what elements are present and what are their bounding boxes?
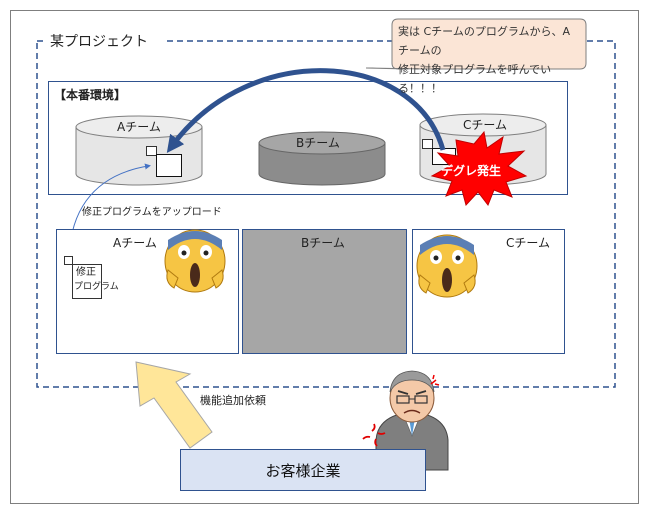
prod-team-c-label: Cチーム [463, 118, 508, 132]
production-label: 【本番環境】 [54, 88, 127, 102]
project-title: 某プロジェクト [50, 34, 148, 50]
upload-label: 修正プログラムをアップロード [82, 207, 222, 218]
fix-program-line-2: プログラム [74, 282, 119, 292]
team-c-label: Cチーム [506, 236, 551, 250]
team-a-label: Aチーム [113, 236, 157, 250]
call-dependency-arrow [166, 68, 446, 154]
outer-frame [10, 10, 639, 504]
client-label: お客様企業 [265, 461, 341, 480]
program-file-a [146, 146, 182, 177]
callout-text: 実は Cチームのプログラムから、Aチームの 修正対象プログラムを呼んでいる！！！ [398, 22, 578, 98]
cylinder-team-b [258, 131, 386, 186]
fix-program-line-1: 修正 [76, 267, 96, 278]
anger-symbol-icon [362, 423, 386, 447]
request-label: 機能追加依頼 [200, 394, 266, 407]
degrade-label: デグレ発生 [441, 164, 502, 178]
prod-team-b-label: Bチーム [296, 136, 340, 150]
screaming-face-emoji [164, 229, 226, 293]
callout-line-1: 実は Cチームのプログラムから、Aチームの [398, 25, 571, 57]
screaming-face-emoji [416, 234, 478, 298]
callout-line-2: 修正対象プログラムを呼んでいる！！！ [398, 63, 552, 95]
explosion-burst-icon [430, 130, 528, 207]
project-boundary [36, 40, 616, 388]
team-b-box [242, 229, 407, 354]
team-b-label: Bチーム [301, 236, 345, 250]
fix-program-document [64, 256, 102, 299]
prod-team-a-label: Aチーム [117, 120, 161, 134]
request-arrow [135, 361, 213, 449]
client-company-box: お客様企業 [180, 449, 426, 491]
callout-bubble [365, 18, 587, 70]
